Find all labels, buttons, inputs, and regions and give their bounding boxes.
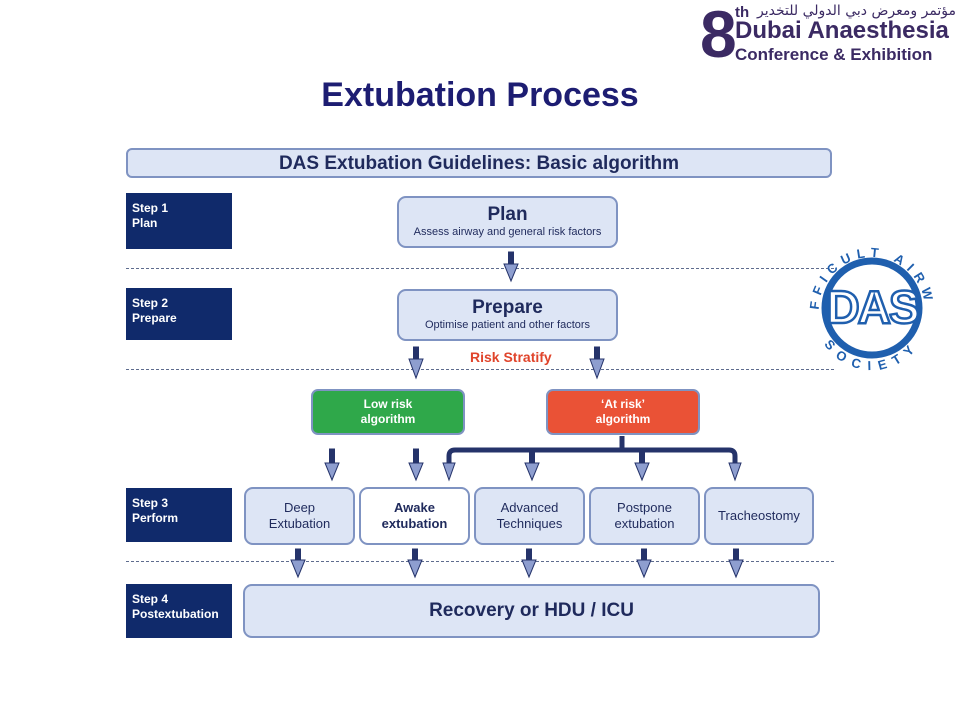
prepare-box: Prepare Optimise patient and other facto…: [397, 289, 618, 341]
conference-subtitle: Conference & Exhibition: [735, 45, 933, 64]
option-line2: Extubation: [268, 516, 331, 531]
arrow-down-icon: [408, 346, 424, 380]
step-1-label: Step 1 Plan: [126, 193, 232, 249]
arrow-down-icon: [290, 548, 306, 579]
risk-stratify-label: Risk Stratify: [470, 349, 552, 365]
option-line2: Techniques: [496, 516, 563, 531]
option-line1: Deep: [283, 500, 316, 515]
stage-divider: [126, 561, 834, 562]
slide-title: Extubation Process: [321, 76, 639, 114]
low-risk-line2: algorithm: [360, 412, 416, 426]
arrow-down-icon: [521, 548, 537, 579]
svg-text:DAS: DAS: [826, 281, 917, 333]
arrow-down-icon: [728, 462, 742, 482]
arrow-down-icon: [589, 346, 605, 380]
arrow-down-icon: [503, 251, 519, 283]
stage-divider: [126, 369, 834, 370]
stage-divider: [126, 268, 834, 269]
algorithm-banner: DAS Extubation Guidelines: Basic algorit…: [126, 148, 832, 178]
conference-name: Dubai Anaesthesia: [735, 17, 949, 44]
option-line1: Awake: [394, 500, 435, 515]
arrow-down-icon: [636, 548, 652, 579]
step-2-label: Step 2 Prepare: [126, 288, 232, 340]
arrow-down-icon: [728, 548, 744, 579]
conference-number: 8: [700, 0, 737, 71]
tracheostomy-box: Tracheostomy: [704, 487, 814, 545]
option-line1: Advanced: [500, 500, 559, 515]
prepare-title: Prepare: [472, 297, 543, 318]
step-name: Postextubation: [132, 607, 219, 621]
arrow-down-icon: [442, 462, 456, 482]
step-name: Perform: [132, 511, 179, 525]
step-3-label: Step 3 Perform: [126, 488, 232, 542]
step-number: Step 2: [132, 296, 169, 310]
step-number: Step 1: [132, 201, 169, 215]
at-risk-bracket: [446, 447, 738, 465]
low-risk-line1: Low risk: [363, 397, 413, 411]
at-risk-line1: ‘At risk’: [600, 397, 645, 411]
at-risk-line2: algorithm: [595, 412, 651, 426]
step-4-label: Step 4 Postextubation: [126, 584, 232, 638]
option-line2: extubation: [381, 516, 448, 531]
arrow-down-icon: [324, 448, 340, 482]
step-number: Step 4: [132, 592, 169, 606]
option-line1: Tracheostomy: [718, 508, 800, 523]
step-name: Plan: [132, 216, 158, 230]
plan-subtitle: Assess airway and general risk factors: [413, 226, 602, 238]
das-society-logo: DAS DIFFICULT AIRWAY SOCIETY: [797, 232, 931, 372]
prepare-subtitle: Optimise patient and other factors: [424, 319, 591, 331]
recovery-box: Recovery or HDU / ICU: [243, 584, 820, 638]
option-line1: Postpone: [617, 500, 672, 515]
plan-title: Plan: [487, 204, 528, 225]
arrow-down-icon: [407, 548, 423, 579]
arrow-down-icon: [524, 451, 540, 482]
step-name: Prepare: [132, 311, 177, 325]
arrow-down-icon: [634, 451, 650, 482]
conference-arabic-name: مؤتمر ومعرض دبي الدولي للتخدير: [757, 3, 957, 19]
arrow-down-icon: [408, 448, 424, 482]
plan-box: Plan Assess airway and general risk fact…: [397, 196, 618, 248]
conference-ordinal: th: [735, 4, 750, 21]
at-risk-algorithm-box: ‘At risk’algorithm: [546, 389, 700, 435]
step-number: Step 3: [132, 496, 169, 510]
option-line2: extubation: [614, 516, 675, 531]
